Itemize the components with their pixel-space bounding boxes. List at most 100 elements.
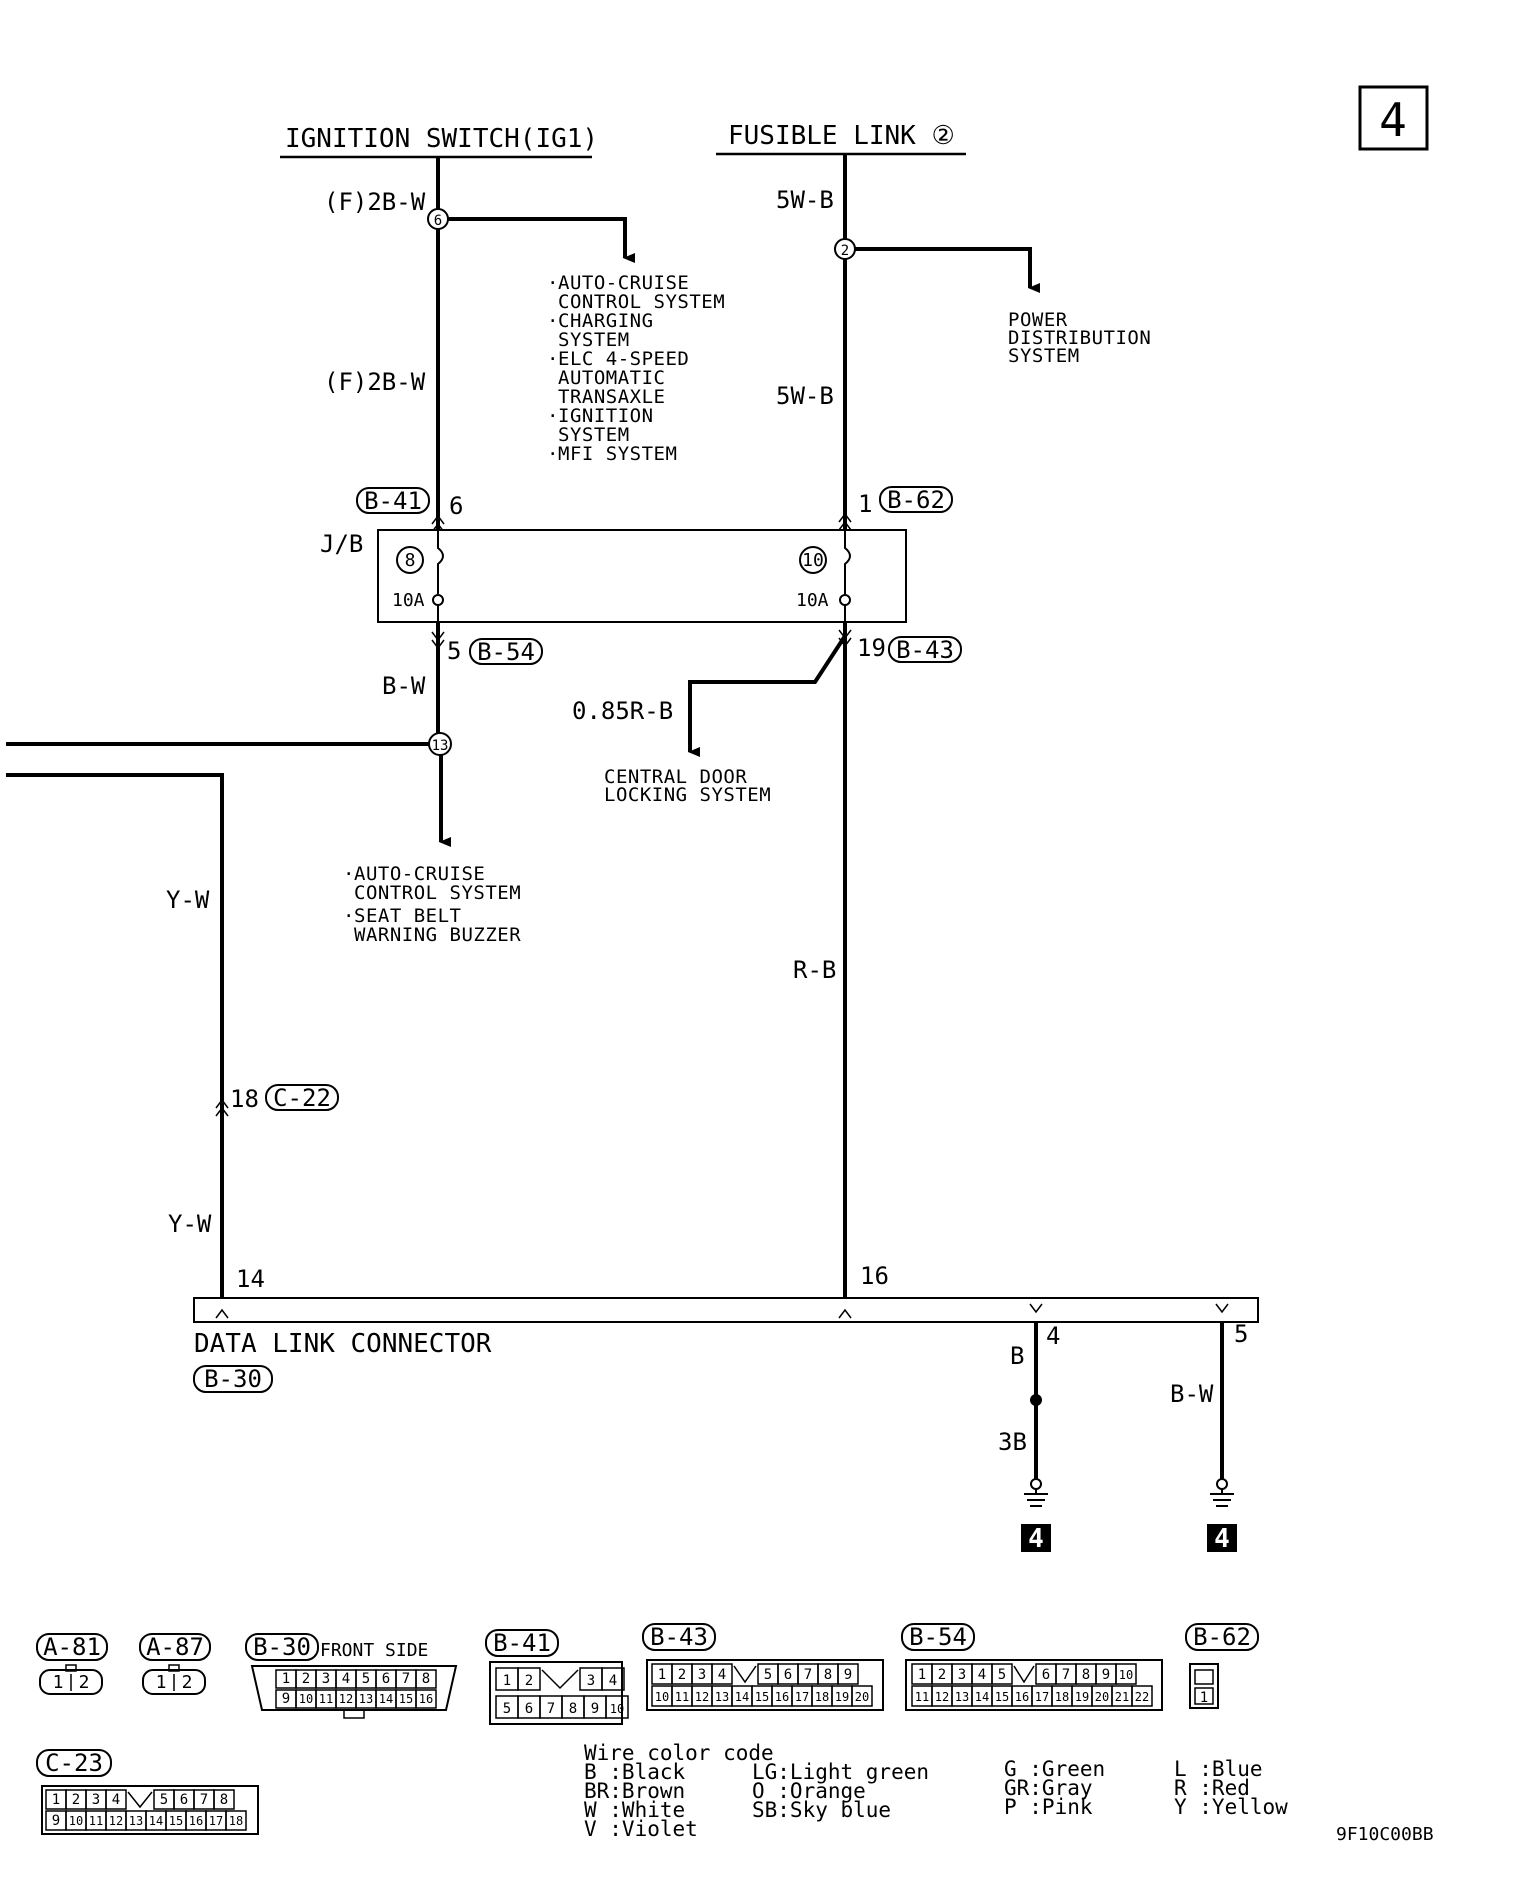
svg-text:·: · xyxy=(547,272,559,294)
connector-pin-number: 9 xyxy=(1102,1667,1110,1683)
svg-text:LG:Light green: LG:Light green xyxy=(752,1760,929,1784)
connector-pin-number: 19 xyxy=(1075,1690,1089,1704)
svg-text:B-54: B-54 xyxy=(909,1623,967,1651)
svg-text:2: 2 xyxy=(182,1672,193,1693)
fusible-link-label: FUSIBLE LINK ② xyxy=(728,121,955,151)
connector-pin-number: 7 xyxy=(200,1792,208,1808)
connector-pin-number: 4 xyxy=(609,1673,617,1689)
connector-pin-cell xyxy=(605,1695,629,1719)
connector-pin-number: 5 xyxy=(362,1671,370,1687)
svg-text:1: 1 xyxy=(53,1672,64,1693)
b41-badge xyxy=(356,487,430,514)
connector-pin-number: 16 xyxy=(775,1690,789,1704)
svg-text:CONTROL SYSTEM: CONTROL SYSTEM xyxy=(558,291,725,313)
connector-pin-number: 9 xyxy=(52,1813,60,1829)
b62-badge xyxy=(879,486,953,513)
ign-wire-label-mid: (F)2B-W xyxy=(324,368,426,396)
svg-text:BR:Brown: BR:Brown xyxy=(584,1779,685,1803)
connector-pin-number: 14 xyxy=(735,1690,749,1704)
connector-pin-number: 3 xyxy=(322,1671,330,1687)
b41-pin: 6 xyxy=(449,492,463,520)
connector-pin-cell xyxy=(213,1789,235,1810)
svg-text:IGNITION: IGNITION xyxy=(558,405,654,427)
gnd-bw-label: B-W xyxy=(1170,1380,1214,1408)
connector-pin-number: 5 xyxy=(503,1701,511,1717)
b62-label: B-62 xyxy=(887,486,945,514)
figure-code: 9F10C00BB xyxy=(1336,1824,1434,1845)
svg-text:L :Blue: L :Blue xyxy=(1174,1757,1263,1781)
fuse-10-number: 10 xyxy=(802,550,824,571)
connector-pin-number: 19 xyxy=(835,1690,849,1704)
connector-pin-number: 3 xyxy=(587,1673,595,1689)
connector-pin-number: 8 xyxy=(569,1701,577,1717)
connector-pin-number: 22 xyxy=(1135,1690,1149,1704)
svg-text:WARNING BUZZER: WARNING BUZZER xyxy=(354,924,521,946)
yw-label-top: Y-W xyxy=(166,886,210,914)
connector-pin-number: 15 xyxy=(169,1814,183,1828)
svg-text:MFI SYSTEM: MFI SYSTEM xyxy=(558,443,677,465)
c22-connector-mark xyxy=(215,1098,229,1117)
connector-pin-number: 1 xyxy=(918,1667,926,1683)
svg-text:SEAT BELT: SEAT BELT xyxy=(354,905,461,927)
dlc-id: B-30 xyxy=(204,1365,262,1393)
svg-text:POWER: POWER xyxy=(1008,309,1068,331)
connector-pin-number: 7 xyxy=(402,1671,410,1687)
connector-pin-number: 1 xyxy=(282,1671,290,1687)
gnd-b-label: B xyxy=(1010,1342,1024,1370)
connector-pin-number: 10 xyxy=(69,1814,83,1828)
svg-text:G :Green: G :Green xyxy=(1004,1757,1105,1781)
connector-pin-number: 2 xyxy=(938,1667,946,1683)
ground-ref-badge-1 xyxy=(1021,1524,1051,1552)
connector-pin-number: 12 xyxy=(695,1690,709,1704)
junction-block xyxy=(377,529,907,623)
connector-key-mark xyxy=(541,1669,579,1690)
connector-pin-number: 4 xyxy=(718,1667,726,1683)
connector-pin-number: 17 xyxy=(1035,1690,1049,1704)
connector-pin-number: 16 xyxy=(1015,1690,1029,1704)
svg-text:SYSTEM: SYSTEM xyxy=(558,424,630,446)
dlc-pin-14: 14 xyxy=(236,1265,265,1293)
b43-label: B-43 xyxy=(896,636,954,664)
connector-pin-number: 13 xyxy=(715,1690,729,1704)
yw-wire xyxy=(6,773,224,1298)
fuse-10 xyxy=(844,530,851,594)
svg-text:Y :Yellow: Y :Yellow xyxy=(1174,1795,1288,1819)
connector-pin-number: 4 xyxy=(112,1792,120,1808)
b54-badge xyxy=(469,638,543,665)
svg-text:AUTO-CRUISE: AUTO-CRUISE xyxy=(354,863,485,885)
connector-pin-cell xyxy=(601,1667,625,1691)
connector-pin-number: 6 xyxy=(784,1667,792,1683)
connector-pin-number: 9 xyxy=(591,1701,599,1717)
data-link-connector xyxy=(193,1297,1259,1323)
svg-text:·: · xyxy=(547,405,559,427)
connector-pin-number: 11 xyxy=(675,1690,689,1704)
connector-pin-number: 10 xyxy=(610,1702,624,1716)
connector-b30: B-30 FRONT SIDE xyxy=(245,1633,458,1719)
connector-pin-number: 17 xyxy=(795,1690,809,1704)
connector-pin-number: 3 xyxy=(698,1667,706,1683)
svg-text:B-43: B-43 xyxy=(650,1623,708,1651)
connector-pin-number: 14 xyxy=(975,1690,989,1704)
fuse-10-amp: 10A xyxy=(796,590,829,611)
svg-text:1: 1 xyxy=(156,1672,167,1693)
fuse-10-badge xyxy=(799,546,827,574)
connector-pin-number: 11 xyxy=(89,1814,103,1828)
svg-text:TRANSAXLE: TRANSAXLE xyxy=(558,386,665,408)
ground-symbol-5 xyxy=(1210,1489,1234,1507)
svg-text:·: · xyxy=(343,863,355,885)
svg-text:ELC 4-SPEED: ELC 4-SPEED xyxy=(558,348,689,370)
connector-pin-number: 15 xyxy=(995,1690,1009,1704)
connector-pin-number: 12 xyxy=(109,1814,123,1828)
connector-pin-number: 16 xyxy=(419,1692,433,1706)
connector-pin-number: 6 xyxy=(1042,1667,1050,1683)
b43-pin: 19 xyxy=(857,634,886,662)
ground-ref-badge-2 xyxy=(1207,1524,1237,1552)
connector-pin-number: 8 xyxy=(1082,1667,1090,1683)
svg-text:C-23: C-23 xyxy=(45,1749,103,1777)
svg-text:GR:Gray: GR:Gray xyxy=(1004,1776,1093,1800)
connector-pin-number: 14 xyxy=(149,1814,163,1828)
